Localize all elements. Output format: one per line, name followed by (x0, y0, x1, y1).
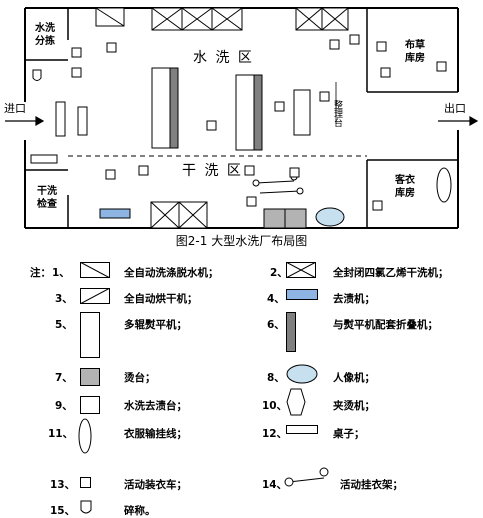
legend-num-10: 10、 (262, 400, 288, 412)
legend-label-3: 全自动烘干机； (124, 293, 198, 305)
floor-plan: 整理台 水洗分拣 水 洗 区 布草库房 干 洗 区 客衣库房 干洗检查 进口 出… (4, 7, 479, 229)
table-icon (286, 425, 318, 434)
folder-icon (286, 312, 296, 352)
ironing-table-icon (80, 368, 100, 386)
interior-walls (25, 8, 458, 228)
exit-label: 出口 (444, 101, 466, 115)
cart-icon (80, 477, 91, 488)
cart-dry (289, 167, 300, 178)
dry-cleaning-machines (150, 201, 208, 229)
entrance-label: 进口 (4, 102, 26, 115)
legend-label-15: 碎称。 (124, 505, 156, 517)
folding-table-label: 整理台 (332, 99, 343, 128)
legend-label-1: 全自动洗涤脱水机； (124, 267, 219, 279)
room-dry-wash-area: 干 洗 区 (182, 163, 243, 179)
form-finisher-icon (286, 364, 318, 384)
form-finisher (315, 207, 345, 227)
scale (32, 69, 42, 81)
exit-arrow (438, 115, 479, 127)
room-guest-store: 客衣库房 (394, 173, 415, 199)
legend-label-6: 与熨平机配套折叠机； (333, 319, 438, 331)
legend-label-5: 多辊熨平机； (124, 319, 187, 331)
legend-label-11: 衣服输挂线； (124, 428, 187, 440)
scale-icon (80, 500, 92, 514)
legend-num-13: 13、 (50, 479, 76, 491)
figure-caption: 图2-1 大型水洗厂布局图 (175, 234, 308, 248)
room-linen-store: 布草库房 (405, 38, 425, 64)
legend-num-8: 8、 (267, 372, 285, 384)
legend-num-4: 4、 (267, 293, 285, 305)
legend-label-13: 活动装衣车； (124, 479, 187, 491)
washer-extractors-top (95, 7, 349, 31)
legend-num-7: 7、 (55, 372, 73, 384)
carts (71, 34, 391, 211)
garment-conveyor (436, 167, 452, 203)
legend-label-2: 全封闭四氯乙烯干洗机； (333, 267, 449, 279)
legend-num-2: 2、 (270, 267, 288, 279)
stain-remover (99, 208, 131, 219)
legend-num-9: 9、 (55, 400, 73, 412)
folders (169, 67, 263, 151)
tables (30, 101, 88, 164)
legend-label-4: 去渍机； (333, 293, 375, 305)
legend-num-6: 6、 (267, 319, 285, 331)
stain-remover-icon (286, 289, 318, 300)
legend-label-8: 人像机； (333, 372, 375, 384)
room-dry-wash-check: 干洗检查 (37, 184, 58, 210)
legend-label-12: 桌子； (333, 428, 365, 440)
press-machine-icon (286, 388, 306, 416)
linen-store-items (436, 61, 447, 72)
flatwork-ironer-icon (80, 312, 100, 358)
flatwork-ironers (151, 67, 311, 151)
legend-num-15: 15、 (50, 505, 76, 517)
dry-cleaning-machine-icon (286, 262, 316, 278)
legend-label-7: 烫台； (124, 372, 156, 384)
garment-conveyor-icon (78, 418, 92, 454)
legend-label-10: 夹烫机； (333, 400, 375, 412)
room-water-wash-area: 水 洗 区 (193, 50, 254, 66)
legend-note-label: 注： (30, 267, 51, 279)
washer-extractor-icon (80, 262, 110, 278)
legend-num-14: 14、 (262, 479, 288, 491)
hanging-rack-icon (284, 467, 329, 487)
legend-num-11: 11、 (48, 428, 74, 440)
spotting-table-icon (80, 396, 100, 414)
legend-label-14: 活动挂衣架； (340, 479, 403, 491)
legend-label-9: 水洗去渍台； (124, 400, 187, 412)
legend-num-3: 3、 (55, 293, 73, 305)
legend-num-1: 1、 (52, 267, 70, 279)
legend-num-5: 5、 (55, 319, 73, 331)
ironing-tables (263, 208, 307, 229)
room-water-wash-sort: 水洗分拣 (34, 21, 55, 47)
legend-num-12: 12、 (262, 428, 288, 440)
dryer-icon (80, 288, 110, 304)
entrance-arrow (5, 115, 45, 127)
